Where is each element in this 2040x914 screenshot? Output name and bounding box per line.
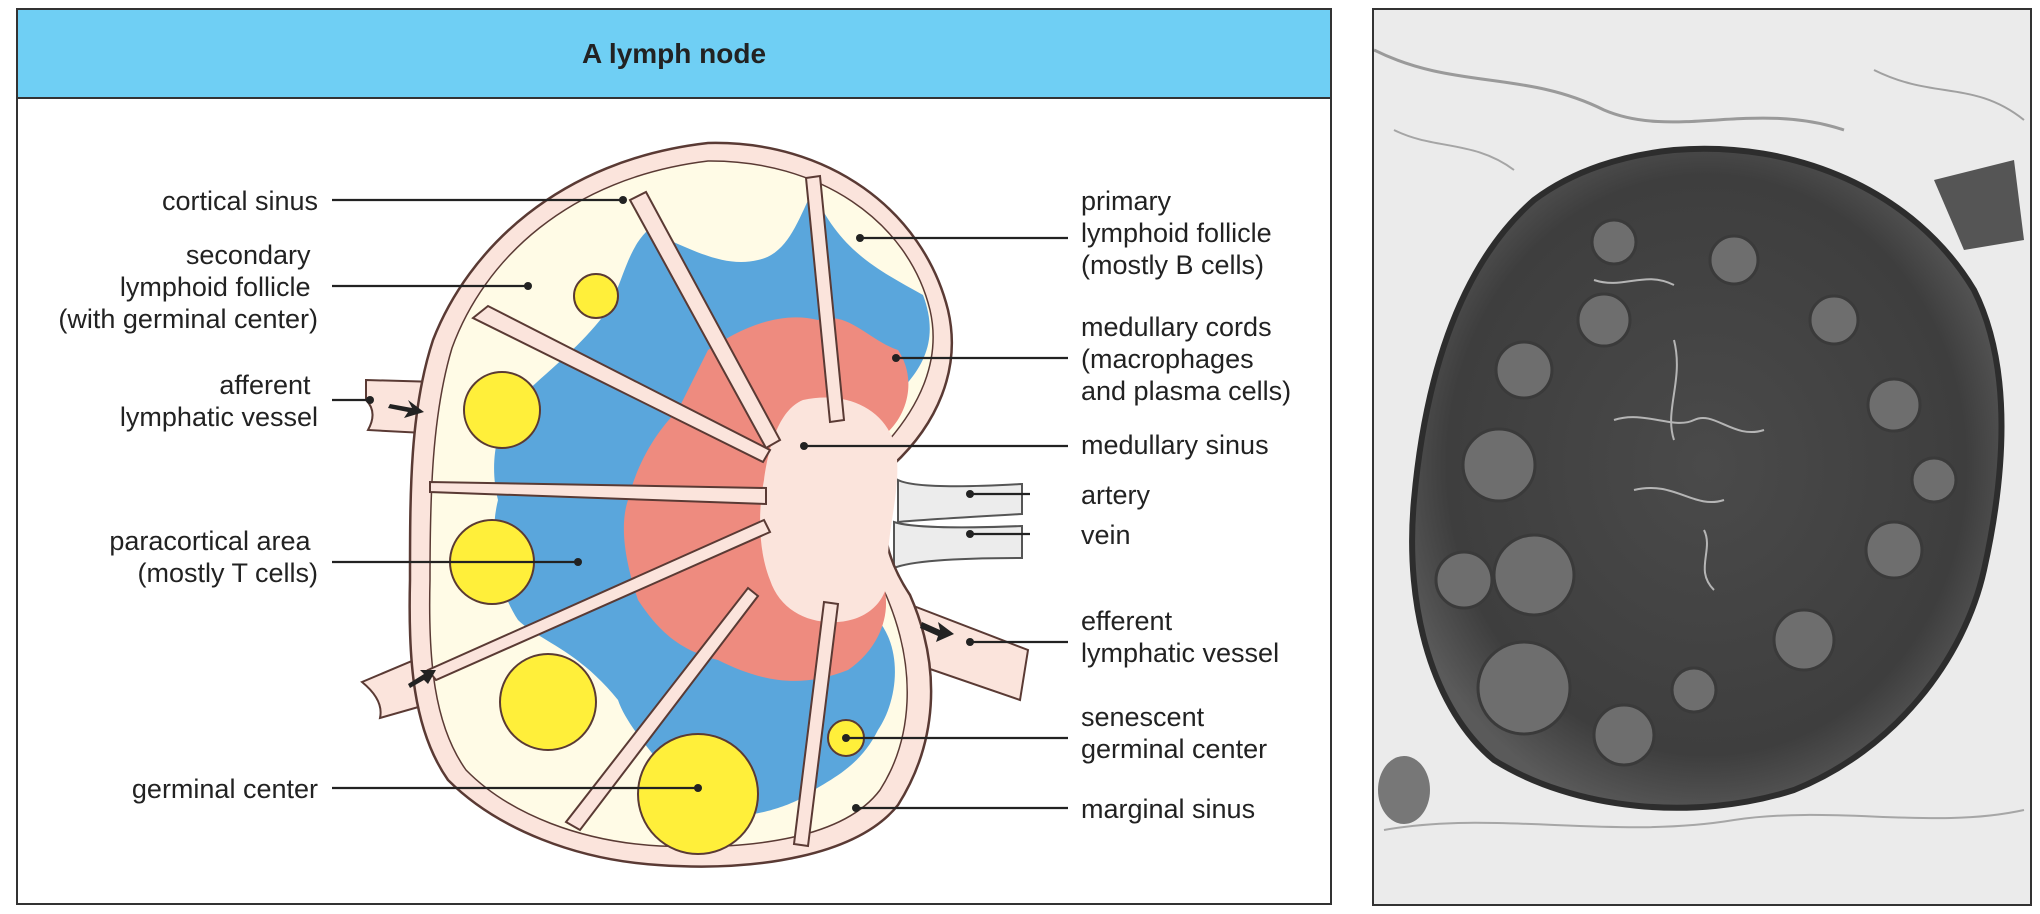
micrograph-follicles [1434,218,1958,767]
vein-vessel [893,520,1023,570]
label-efferent-vessel: efferent lymphatic vessel [1081,606,1279,668]
left-leaders [332,196,702,792]
label-artery: artery [1081,480,1151,510]
label-cortical-sinus: cortical sinus [162,186,318,216]
afferent-arrow-upper [388,400,424,418]
right-leaders [800,234,1068,812]
label-afferent-vessel: afferent lymphatic vessel [120,370,318,432]
efferent-arrow [920,622,954,642]
medullary-sinus-region [760,397,898,623]
artery-vessel [897,478,1023,524]
trabecular-septa [426,174,846,848]
label-senescent-center: senescent germinal center [1081,702,1267,764]
label-secondary-follicle: secondary lymphoid follicle (with germin… [58,240,318,334]
label-vein: vein [1081,520,1131,550]
germinal-center-lower-left [499,653,597,751]
germinal-center-bottom [637,733,759,855]
micrograph-panel [1372,8,2032,906]
germinal-center-secondary [573,273,619,319]
title-bar: A lymph node [18,10,1330,99]
germinal-center-upper-left [463,371,541,449]
lymph-node-micrograph [1374,10,2030,904]
diagram-title: A lymph node [581,37,767,69]
lymph-node-diagram: cortical sinus secondary lymphoid follic… [58,141,1291,868]
afferent-arrow-lower [408,670,436,688]
label-marginal-sinus: marginal sinus [1081,794,1255,824]
diagram-panel: A lymph node [16,8,1332,905]
label-paracortical-area: paracortical area (mostly T cells) [109,526,318,588]
label-primary-follicle: primary lymphoid follicle (mostly B cell… [1081,186,1279,280]
label-germinal-center: germinal center [132,774,318,804]
label-medullary-cords: medullary cords (macrophages and plasma … [1081,312,1291,406]
label-medullary-sinus: medullary sinus [1081,430,1269,460]
micrograph-sinuses [1593,278,1765,591]
